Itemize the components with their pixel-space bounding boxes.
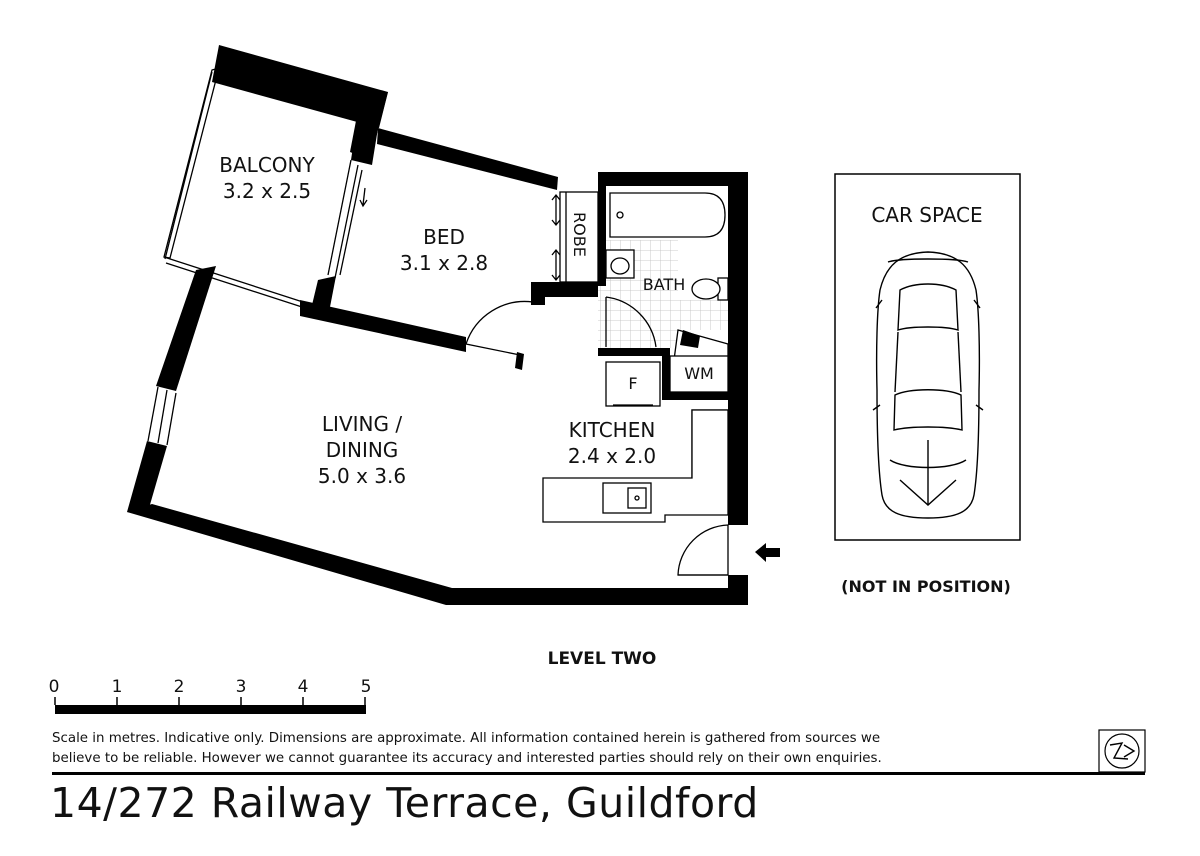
disclaimer-line-1: Scale in metres. Indicative only. Dimens… — [52, 731, 881, 746]
bed-wall-bottom — [300, 300, 466, 352]
scale-bar: 0 1 2 3 4 5 — [49, 677, 372, 714]
kitchen-name: KITCHEN — [569, 418, 656, 442]
balcony-name: BALCONY — [219, 153, 315, 177]
living-wall-left-bottom — [127, 441, 167, 515]
level-label: LEVEL TWO — [548, 649, 657, 669]
living-wall-left-top — [156, 266, 216, 391]
car-space-label: CAR SPACE — [871, 203, 982, 227]
wm-box — [669, 355, 729, 393]
bedroom — [300, 128, 600, 370]
footer-divider — [52, 772, 1145, 775]
fridge — [605, 361, 661, 407]
living-name-2: DINING — [326, 438, 399, 462]
scale-tick-3: 3 — [236, 677, 247, 697]
scale-tick-0: 0 — [49, 677, 60, 697]
wm-label: WM — [684, 364, 714, 383]
living-name-1: LIVING / — [322, 412, 402, 436]
bathroom — [598, 172, 748, 400]
living-size: 5.0 x 3.6 — [318, 464, 406, 488]
scale-tick-4: 4 — [298, 677, 309, 697]
entry-door — [677, 524, 729, 576]
bed-size: 3.1 x 2.8 — [400, 251, 488, 275]
sink-icon — [602, 482, 652, 514]
bath-door — [605, 296, 657, 348]
balcony-wall-top — [212, 45, 388, 128]
bed-door — [465, 300, 534, 356]
living-wall-bottom — [127, 504, 748, 605]
bathtub — [609, 192, 726, 238]
disclaimer: Scale in metres. Indicative only. Dimens… — [52, 729, 952, 769]
living-dining — [127, 266, 748, 605]
scale-tick-1: 1 — [112, 677, 123, 697]
car-space-note: (NOT IN POSITION) — [841, 577, 1011, 596]
entry-wall-upper — [728, 398, 748, 525]
bed-wall-right — [531, 282, 600, 305]
scale-tick-2: 2 — [174, 677, 185, 697]
entry-arrow-icon — [755, 543, 780, 562]
balcony-rail — [163, 67, 220, 259]
robe-label: ROBE — [570, 212, 589, 257]
toilet — [691, 277, 729, 301]
fridge-label: F — [628, 374, 637, 393]
bed-wall-left-upper — [351, 128, 378, 165]
bath-tile-floor-2 — [678, 300, 730, 330]
bath-wall-outer — [728, 172, 748, 400]
logo-icon — [1098, 729, 1146, 773]
bed-wall-left-lower — [312, 276, 336, 307]
balcony-size: 3.2 x 2.5 — [223, 179, 311, 203]
bed-name: BED — [423, 225, 465, 249]
scale-tick-5: 5 — [361, 677, 372, 697]
bed-wall-top — [377, 128, 558, 190]
property-address: 14/272 Railway Terrace, Guildford — [50, 779, 759, 827]
entry-wall-lower — [728, 575, 748, 605]
disclaimer-line-2: believe to be reliable. However we canno… — [52, 751, 882, 766]
bath-label: BATH — [643, 275, 685, 294]
kitchen-size: 2.4 x 2.0 — [568, 444, 656, 468]
car-space — [834, 173, 1021, 541]
car-icon — [872, 251, 984, 519]
